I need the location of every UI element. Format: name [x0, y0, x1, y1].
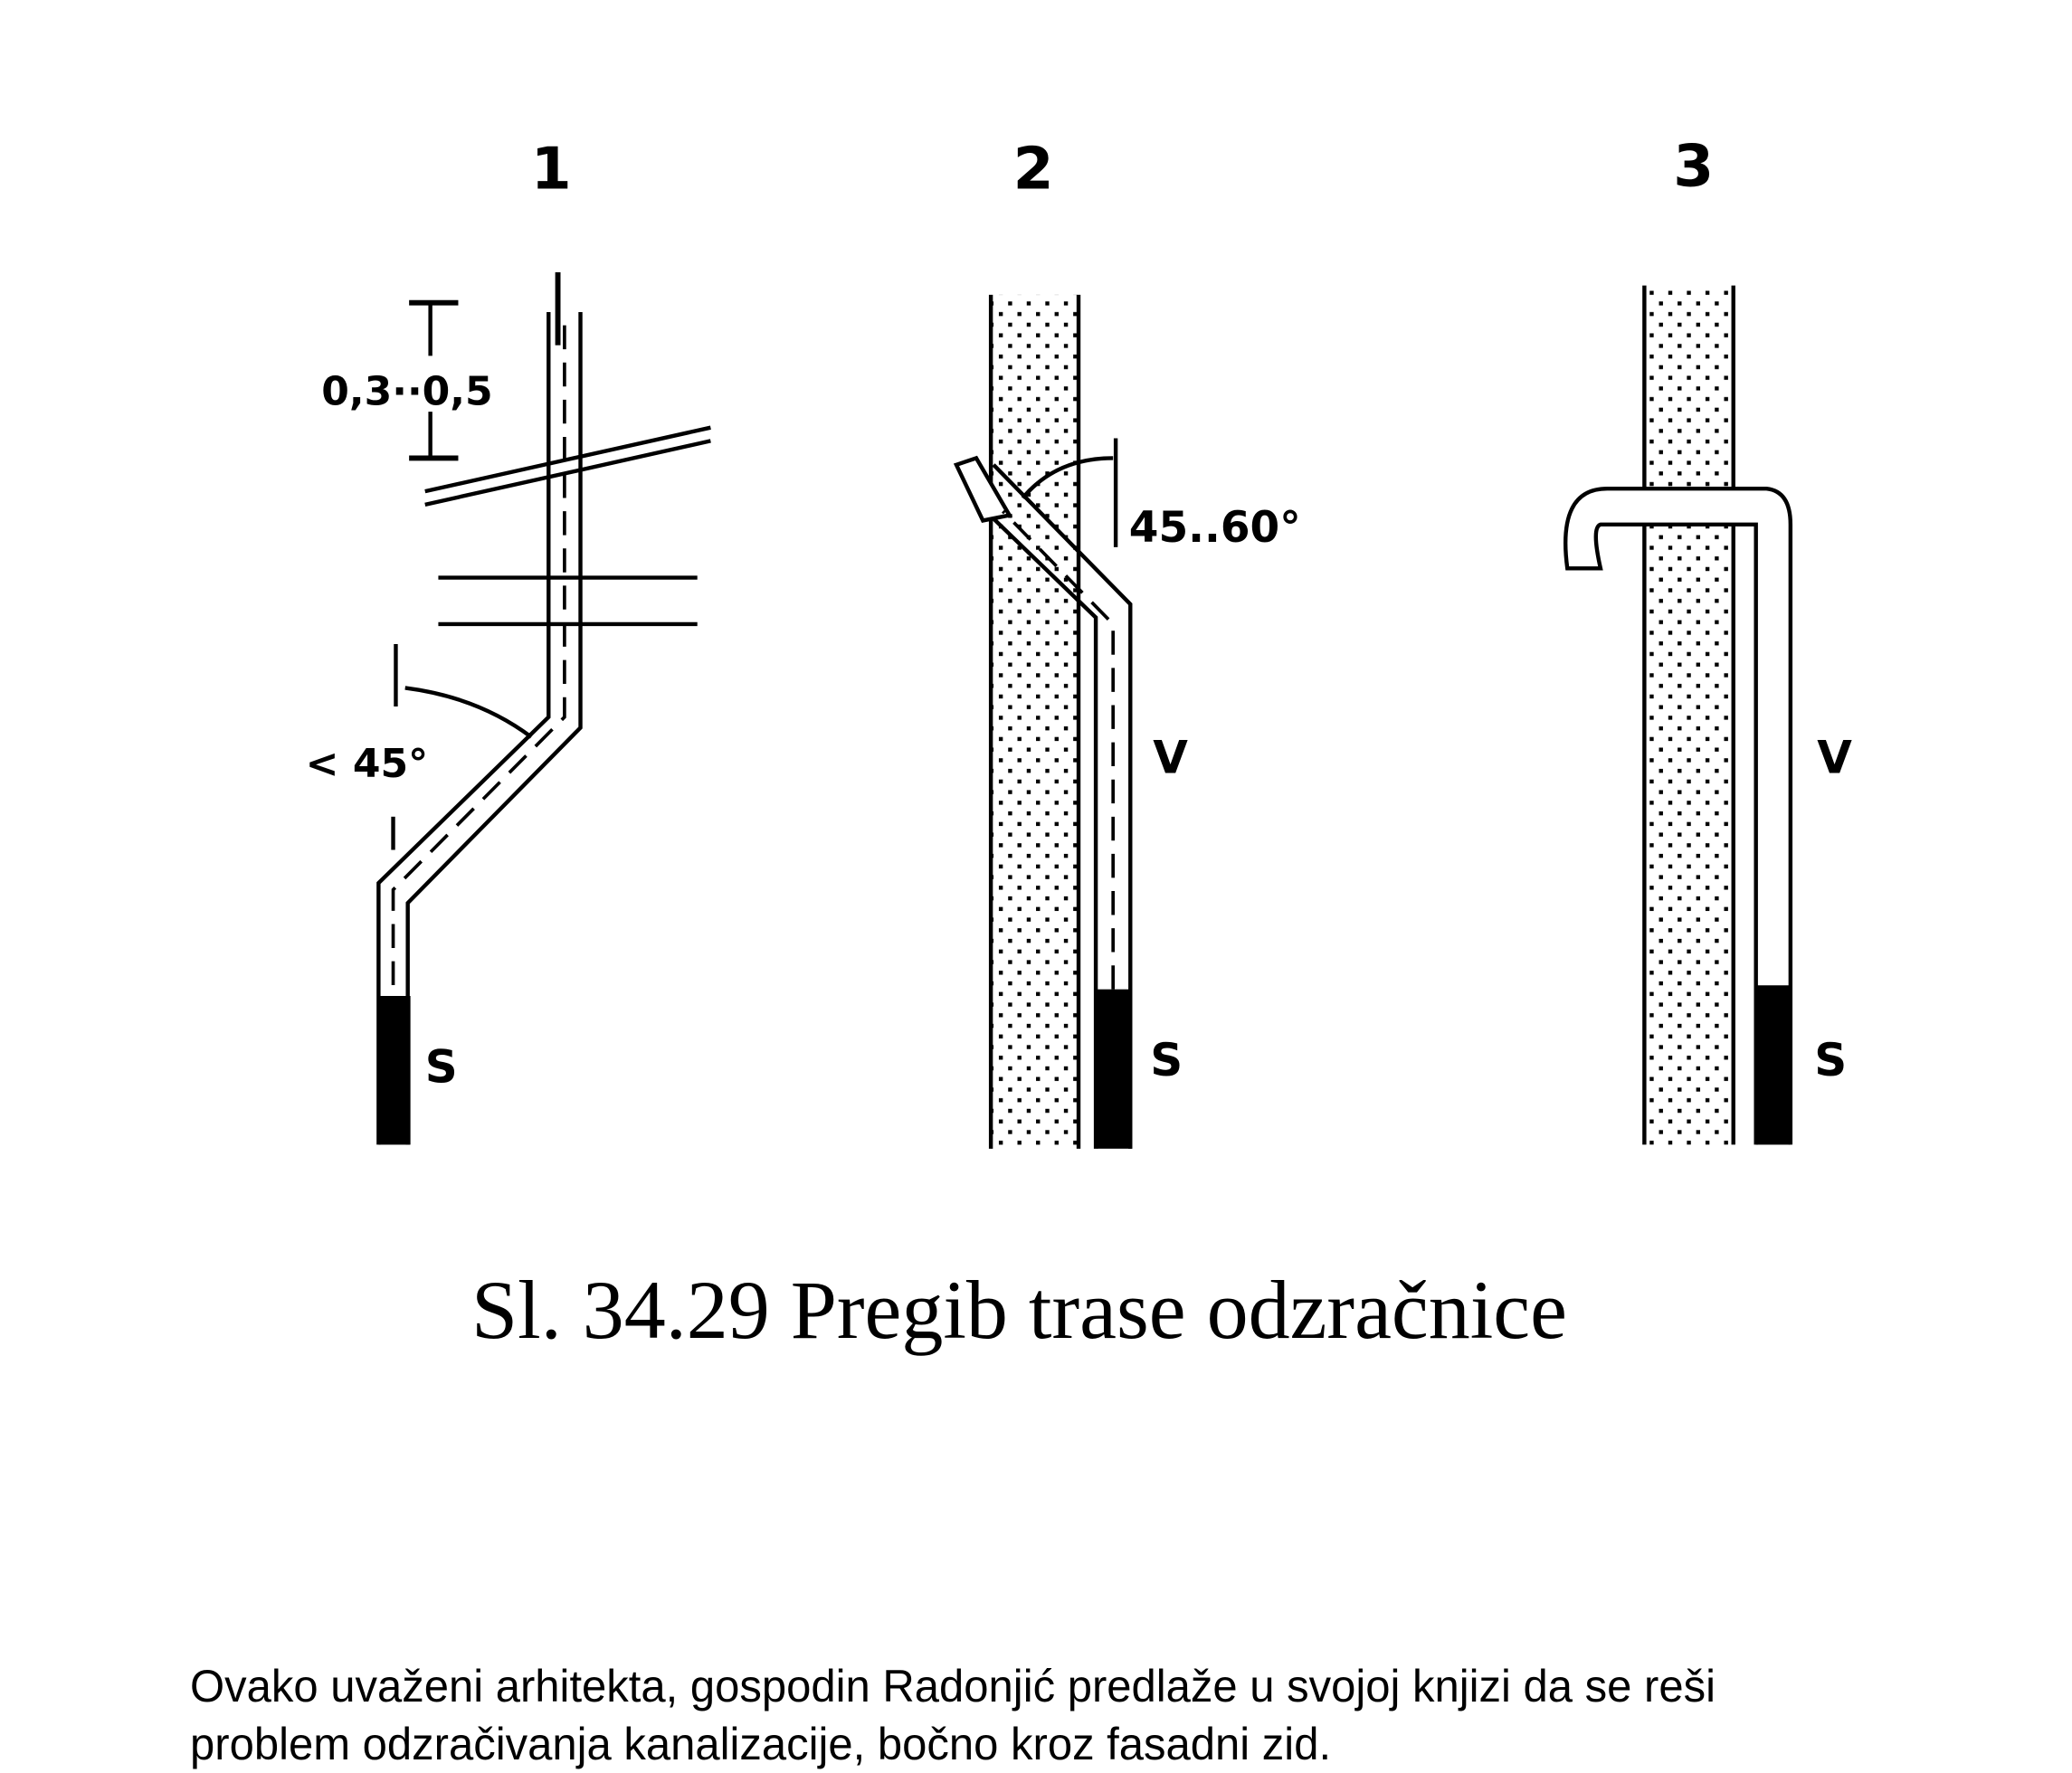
paragraph-line-2: problem odzračivanja kanalizacije, bočno… — [190, 1719, 1332, 1769]
angle-label-2: 45..60° — [1129, 503, 1301, 553]
s-label-3: S — [1814, 1034, 1847, 1086]
dimension-label: 0,3··0,5 — [321, 369, 492, 415]
s-label-2: S — [1150, 1034, 1183, 1086]
v-label-2: V — [1153, 731, 1188, 783]
panel-label-1: 1 — [531, 135, 572, 203]
figure-caption: Sl. 34.29 Pregib trase odzračnice — [471, 1264, 1567, 1356]
panel-2-wall-pipe: 45..60° V S — [953, 294, 1301, 1149]
panel-label-2: 2 — [1013, 135, 1054, 203]
panel-3-wall-pipe: V S — [1564, 285, 1852, 1145]
paragraph-line-1: Ovako uvaženi arhitekta, gospodin Radonj… — [190, 1661, 1716, 1711]
body-paragraph: Ovako uvaženi arhitekta, gospodin Radonj… — [190, 1657, 1746, 1773]
s-label-1: S — [425, 1040, 458, 1093]
v-label-3: V — [1817, 731, 1852, 783]
panel-1-offset-pipe: 0,3··0,5 < 45° S — [306, 271, 711, 1145]
panel-label-3: 3 — [1673, 133, 1714, 201]
angle-label-1: < 45° — [306, 741, 428, 787]
